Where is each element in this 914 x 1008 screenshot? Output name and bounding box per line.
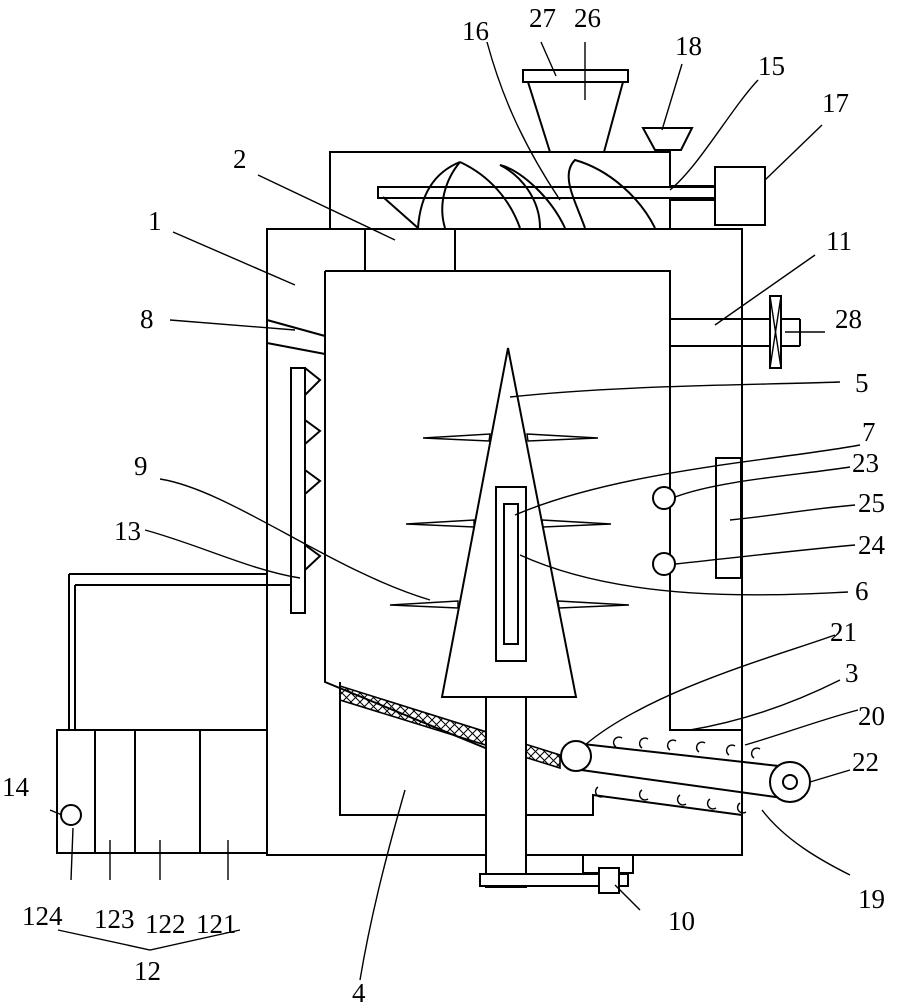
- label-122: 122: [145, 909, 186, 939]
- label-22: 22: [852, 747, 879, 777]
- label-12: 12: [134, 956, 161, 986]
- label-26: 26: [574, 3, 601, 33]
- label-21: 21: [830, 617, 857, 647]
- knob-24: [653, 553, 675, 575]
- side-unit: [57, 574, 291, 853]
- label-121: 121: [196, 909, 237, 939]
- label-4: 4: [352, 978, 366, 1008]
- label-25: 25: [858, 488, 885, 518]
- label-1: 1: [148, 206, 162, 236]
- label-18: 18: [675, 31, 702, 61]
- valve: [770, 296, 781, 368]
- label-5: 5: [855, 368, 869, 398]
- label-6: 6: [855, 576, 869, 606]
- label-7: 7: [862, 417, 876, 447]
- knob-23: [653, 487, 675, 509]
- label-124: 124: [22, 901, 63, 931]
- label-2: 2: [233, 144, 247, 174]
- label-3: 3: [845, 658, 859, 688]
- label-28: 28: [835, 304, 862, 334]
- label-15: 15: [758, 51, 785, 81]
- inlet-funnel: [643, 128, 692, 150]
- label-14: 14: [2, 772, 30, 802]
- label-17: 17: [822, 88, 849, 118]
- label-27: 27: [529, 3, 556, 33]
- label-24: 24: [858, 530, 886, 560]
- label-8: 8: [140, 304, 154, 334]
- label-11: 11: [826, 226, 852, 256]
- hopper: [523, 70, 628, 152]
- label-10: 10: [668, 906, 695, 936]
- label-20: 20: [858, 701, 885, 731]
- label-123: 123: [94, 904, 135, 934]
- label-19: 19: [858, 884, 885, 914]
- label-16: 16: [462, 16, 489, 46]
- control-panel: [716, 458, 741, 578]
- label-23: 23: [852, 448, 879, 478]
- label-9: 9: [134, 451, 148, 481]
- label-13: 13: [114, 516, 141, 546]
- screw-motor: [715, 167, 765, 225]
